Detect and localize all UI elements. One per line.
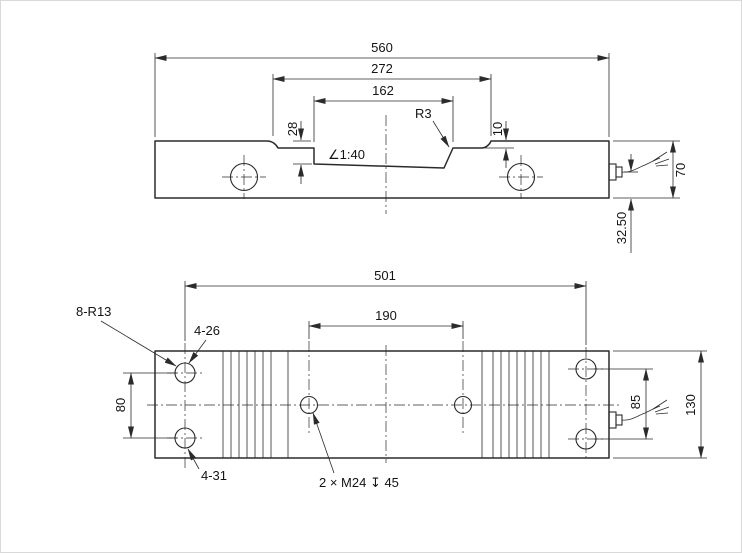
plan-view-cable [608,399,670,429]
cable-gland-nut [615,166,623,178]
dim-width-label: 130 [683,394,698,416]
ext-lines-560 [154,53,610,137]
dim-center-span-label: 190 [375,308,397,323]
ext-lines-501 [184,281,587,345]
ext-lines-10 [485,140,514,149]
dim-height-label: 70 [673,163,688,177]
right-hole-crosshair [499,155,543,199]
cable-wire [621,157,661,173]
ext-lines-70 [613,140,680,199]
cable-gland [608,163,617,181]
dim-recess-outer-label: 272 [371,61,393,76]
dim-hole-span-label: 501 [374,268,396,283]
dim-depth-left-label: 28 [285,122,300,136]
hole-note-top-label: 4-26 [194,323,220,338]
side-view: 560 272 162 28 10 R3 ∠1:40 [154,40,688,253]
dim-pitch-right-label: 85 [628,395,643,409]
plan-view-dimensions: 501 190 80 85 130 8-R13 4-26 4-31 [76,268,707,490]
left-hole-crosshair [222,155,266,199]
side-view-cable [608,151,670,181]
ext-lines-272 [272,74,492,136]
hole-note-bottom-label: 4-31 [201,468,227,483]
dim-pitch-left-label: 80 [113,398,128,412]
cable-wire-ends [652,151,670,167]
thread-note-leader [312,412,335,474]
plan-cable-wire-ends [652,399,670,415]
plan-cable-wire [621,405,661,421]
plan-view-centerlines [147,341,619,471]
thread-note-label: 2 × M24 ↧ 45 [319,475,399,490]
side-view-dimensions: 560 272 162 28 10 R3 ∠1:40 [154,40,688,253]
dim-cable-height-label: 32.50 [614,212,629,245]
side-view-body-outline [154,140,610,199]
radius-note-label: R3 [415,106,432,121]
plan-cable-gland-nut [615,414,623,426]
ext-lines-130 [613,350,707,459]
hole-note-top-leader [188,339,207,364]
ext-lines-85 [594,368,653,440]
ext-lines-162 [313,96,454,142]
ext-lines-190 [308,321,464,339]
plan-cable-gland [608,411,617,429]
radius-leader [432,120,450,148]
taper-note-label: ∠1:40 [328,147,365,162]
slot-note-label: 8-R13 [76,304,111,319]
plan-view-body [154,350,610,459]
plan-view: 501 190 80 85 130 8-R13 4-26 4-31 [76,268,707,490]
dim-recess-inner-label: 162 [372,83,394,98]
slot-note-leader [100,320,177,367]
plan-view-rib-lines [222,351,550,458]
dim-overall-length-label: 560 [371,40,393,55]
dim-depth-right-label: 10 [490,122,505,136]
hole-note-bottom-leader [187,448,200,470]
side-view-centerlines [222,115,543,214]
ext-lines-28 [293,140,312,165]
